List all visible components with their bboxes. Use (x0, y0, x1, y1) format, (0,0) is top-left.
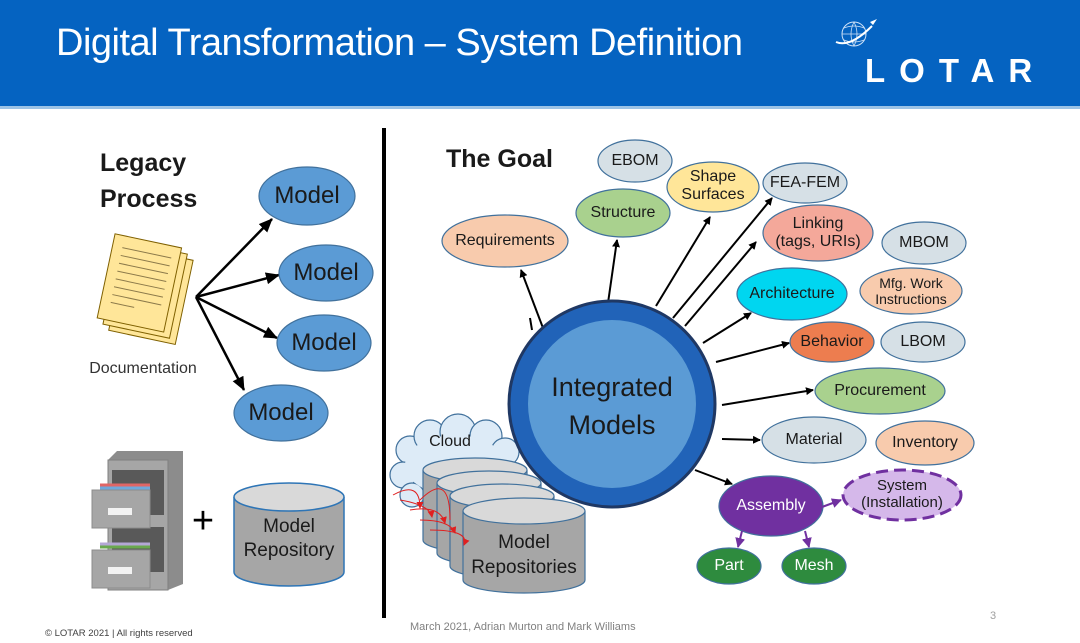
node-inventory (875, 420, 975, 466)
node-ebom (597, 139, 673, 183)
assembly-arrows (735, 498, 842, 548)
integrated-models-circle (507, 299, 717, 509)
slide-title: Digital Transformation – System Definiti… (56, 22, 743, 64)
node-system-installation (841, 468, 963, 522)
node-procurement (814, 367, 946, 415)
label-structure: Structure (590, 204, 656, 221)
node-shape-surfaces (666, 161, 760, 213)
label-fea-fem: FEA-FEM (769, 174, 841, 191)
legacy-heading-line2: Process (100, 185, 198, 213)
sync-arrows (392, 488, 470, 546)
label-inventory: Inventory (892, 434, 958, 451)
legacy-heading: Legacy Process (100, 145, 197, 217)
shape-line1: Shape (689, 168, 737, 185)
node-material (761, 416, 867, 464)
globe-orbit-icon (835, 19, 877, 47)
label-procurement: Procurement (834, 382, 926, 399)
center-line1: Integrated (551, 372, 673, 402)
repository-line2: Repository (243, 540, 335, 561)
model-repository-cylinder (233, 482, 345, 587)
node-mfg-work-instructions (859, 267, 963, 315)
label-assembly: Assembly (736, 497, 806, 514)
label-lbom: LBOM (900, 333, 946, 350)
documentation-label: Documentation (89, 360, 197, 377)
repositories-line2: Repositories (471, 557, 577, 578)
node-lbom (880, 321, 966, 363)
goal-heading: The Goal (446, 145, 553, 173)
header-bar (0, 0, 1080, 108)
label-requirements: Requirements (455, 232, 555, 249)
plus-sign: + (191, 500, 215, 542)
system-line1: System (876, 477, 927, 494)
model-label-1: Model (274, 182, 340, 209)
repositories-line1: Model (498, 532, 550, 553)
node-mbom (881, 221, 967, 265)
filing-cabinet-icon (91, 451, 183, 591)
integrated-models-label: Integrated Models (528, 368, 696, 444)
node-fea-fem (762, 162, 848, 204)
footer-copyright: © LOTAR 2021 | All rights reserved (45, 628, 193, 639)
node-linking (762, 204, 874, 262)
cloud-label: Cloud (429, 433, 471, 450)
model-repository-label: Model Repository (234, 515, 344, 563)
center-line2: Models (568, 410, 656, 440)
model-label-3: Model (291, 329, 357, 356)
mfg-line2: Instructions (875, 291, 947, 307)
model-repositories-label: Model Repositories (463, 530, 585, 580)
node-mesh (781, 547, 847, 585)
linking-line2: (tags, URIs) (775, 233, 861, 250)
footer-authors: March 2021, Adrian Murton and Mark Willi… (410, 621, 636, 633)
label-architecture: Architecture (749, 285, 835, 302)
mfg-line1: Mfg. Work (879, 275, 943, 291)
label-behavior: Behavior (800, 333, 864, 350)
header-underline (0, 106, 1080, 109)
page-number: 3 (990, 610, 997, 622)
label-part: Part (714, 557, 744, 574)
node-requirements (441, 214, 569, 268)
documents-stack-icon (96, 233, 194, 346)
node-structure (575, 188, 671, 238)
linking-line1: Linking (792, 215, 844, 232)
legacy-heading-line1: Legacy (100, 149, 187, 177)
shape-line2: Surfaces (681, 186, 745, 203)
label-material: Material (785, 431, 843, 448)
label-shape-surfaces: Shape Surfaces (667, 168, 759, 204)
legacy-model-ellipses (233, 166, 374, 442)
node-behavior (789, 321, 875, 363)
label-system-installation: System (Installation) (843, 477, 961, 511)
model-label-2: Model (293, 259, 359, 286)
label-mesh: Mesh (794, 557, 834, 574)
label-ebom: EBOM (611, 152, 659, 169)
goal-nodes (441, 139, 975, 585)
label-linking: Linking (tags, URIs) (763, 215, 873, 251)
logo-text: LOTAR (865, 52, 1047, 89)
legacy-arrows (194, 218, 280, 391)
label-mfg-work-instructions: Mfg. Work Instructions (860, 275, 962, 307)
goal-arrows (519, 197, 814, 486)
label-mbom: MBOM (899, 234, 949, 251)
model-label-4: Model (248, 399, 314, 426)
repository-line1: Model (263, 516, 315, 537)
node-part (696, 547, 762, 585)
arrow-upper-left (529, 317, 533, 331)
system-line2: (Installation) (861, 494, 943, 511)
node-architecture (736, 267, 848, 321)
